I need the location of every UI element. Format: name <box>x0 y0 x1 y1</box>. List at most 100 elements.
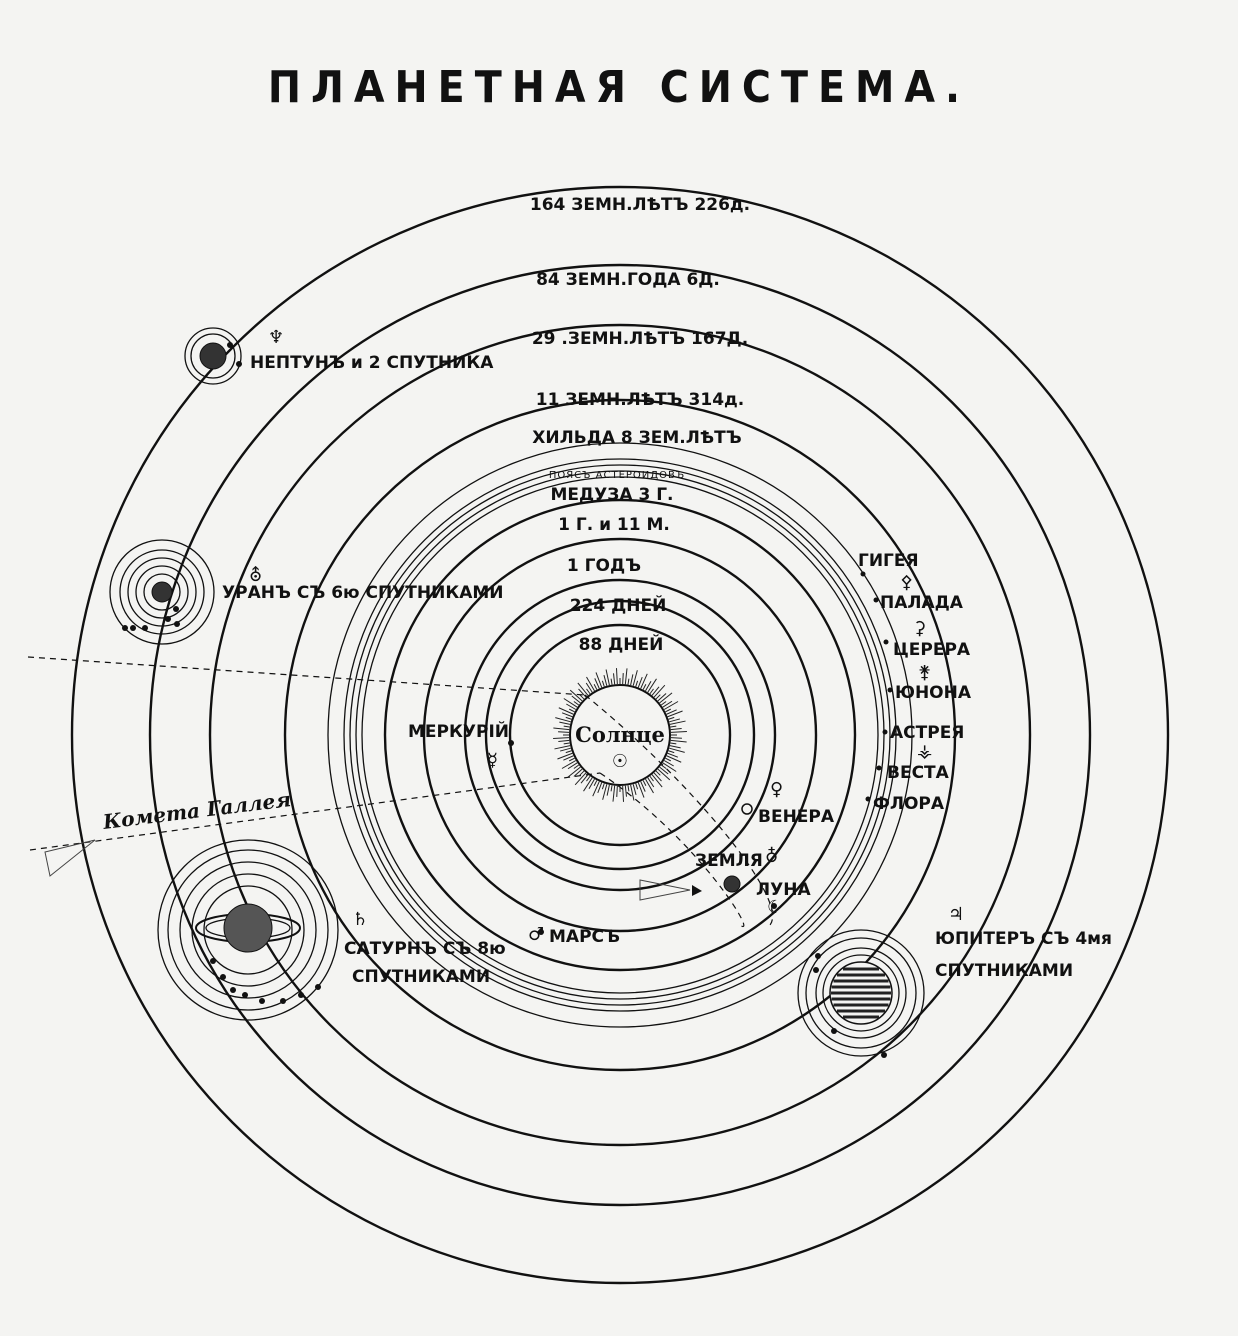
sun-ray <box>669 745 681 749</box>
sun-ray <box>651 774 663 788</box>
sun-ray <box>553 737 570 740</box>
orbit-earth <box>463 578 777 892</box>
jupiter-system: ♃ ЮПИТЕРЪ СЪ 4мя СПУТНИКАМИ <box>797 904 1112 1058</box>
mercury-icon: ☿ <box>487 750 498 771</box>
orbit-mercury <box>508 623 732 847</box>
period-medusa: МЕДУЗА 3 Г. <box>551 485 674 505</box>
venus-label: ВЕНЕРА <box>758 807 835 827</box>
sun-ray <box>616 785 618 797</box>
sun-ray <box>649 688 654 695</box>
neptune-icon: ♆ <box>268 327 284 348</box>
mars-label: МАРСЪ <box>549 927 620 947</box>
sun-ray <box>630 784 635 801</box>
sun-ray <box>670 725 677 728</box>
juno-icon: ⚵ <box>918 662 931 683</box>
asteroid-hygiea: ГИГЕЯ <box>858 551 919 571</box>
sun-ray <box>667 752 679 758</box>
sun-ray <box>657 693 667 702</box>
sun-rays <box>553 668 687 802</box>
sun-ray <box>610 785 613 792</box>
sun-ray <box>670 730 687 733</box>
sun-ray <box>668 750 675 754</box>
asteroid-belt-label: ПОЯСЪ АСТЕРОИДОВЪ <box>549 470 685 481</box>
sun-ray <box>667 710 683 718</box>
sun-ray <box>651 686 660 696</box>
sun-ray <box>566 703 577 710</box>
jupiter-icon: ♃ <box>948 904 964 925</box>
sun-ray <box>635 783 639 790</box>
orbit-neptune <box>70 185 1170 1285</box>
sun-ray <box>577 682 589 696</box>
sun-ray <box>563 742 570 745</box>
sun-ray <box>660 764 667 769</box>
sun-ray <box>647 678 657 693</box>
sun-ray <box>569 689 583 702</box>
sun-ray <box>622 673 624 685</box>
sun-ray <box>653 684 666 698</box>
sun-ray <box>565 716 572 720</box>
saturn-icon: ♄ <box>352 909 368 930</box>
comet-tail-left <box>44 839 96 877</box>
sun-ray <box>612 785 616 802</box>
uranus-icon: ⛢ <box>249 565 262 586</box>
sun-ray <box>558 731 570 733</box>
sun-ray <box>669 718 681 723</box>
venus: ♀ ВЕНЕРА <box>741 779 835 827</box>
sun-ray <box>655 694 661 700</box>
sun-ray <box>670 737 682 739</box>
sun-ray <box>563 698 578 708</box>
uranus-system: ⛢ УРАНЪ СЪ 6ю СПУТНИКАМИ <box>109 539 504 645</box>
jupiter-label-line1: ЮПИТЕРЪ СЪ 4мя <box>935 929 1112 949</box>
uranus-label: УРАНЪ СЪ 6ю СПУТНИКАМИ <box>222 583 504 603</box>
orbits <box>70 185 1170 1285</box>
sun-ray <box>603 674 608 686</box>
sun-ray <box>588 778 595 789</box>
sun-ray <box>567 766 581 778</box>
period-uranus: 84 ЗЕМН.ГОДА 6Д. <box>536 270 720 290</box>
sun-ray <box>666 709 677 715</box>
saturn-label-line1: САТУРНЪ СЪ 8ю <box>344 939 506 959</box>
period-mars: 1 Г. и 11 М. <box>558 515 670 535</box>
sun-ray <box>662 762 677 772</box>
moon-label: ЛУНА <box>756 880 811 900</box>
sun-ray <box>627 785 630 792</box>
asteroid-flora: ФЛОРА <box>873 794 945 814</box>
sun-ray <box>637 676 643 688</box>
saturn-label-line2: СПУТНИКАМИ <box>352 967 490 987</box>
sun-ray <box>605 669 610 686</box>
comet-path <box>27 656 773 928</box>
earth-icon: ♁ <box>765 846 778 867</box>
sun-ray <box>624 668 628 685</box>
sun-ray <box>592 781 600 797</box>
plate-title: ПЛАНЕТНАЯ СИСТЕМА. <box>267 62 971 113</box>
moon-icon: ☾ <box>767 897 783 918</box>
jupiter-label-line2: СПУТНИКАМИ <box>935 961 1073 981</box>
sun-ray <box>670 739 687 743</box>
sun-ray <box>653 772 662 782</box>
sun-ray <box>597 782 603 794</box>
sun-ray <box>579 694 585 700</box>
sun-ray <box>573 768 583 777</box>
asteroid-juno: ЮНОНА <box>895 683 972 703</box>
sun-label: Солнце <box>575 722 665 747</box>
sun-ray <box>593 780 598 787</box>
saturn-system: ♄ САТУРНЪ СЪ 8ю СПУТНИКАМИ <box>157 839 506 1021</box>
neptune-label: НЕПТУНЪ и 2 СПУТНИКА <box>250 353 494 373</box>
period-hilda: ХИЛЬДА 8 ЗЕМ.ЛѢТЪ <box>532 428 741 448</box>
sun-ray <box>568 757 575 762</box>
sun-ray <box>561 760 577 769</box>
sun-ray <box>622 785 625 802</box>
sun-ray <box>578 688 587 698</box>
sun-ray <box>613 673 616 685</box>
sun-ray <box>559 747 571 752</box>
orbit-mars <box>422 537 818 933</box>
orbit-saturn <box>208 323 1032 1147</box>
sun-ray <box>565 750 572 754</box>
sun-ray <box>669 720 686 725</box>
neptune-system: ♆ НЕПТУНЪ и 2 СПУТНИКА <box>184 327 494 385</box>
sun-ray <box>627 678 630 685</box>
sun-ray <box>668 716 675 720</box>
period-venus: 224 ДНЕЙ <box>570 594 667 616</box>
sun-ray <box>573 701 580 706</box>
